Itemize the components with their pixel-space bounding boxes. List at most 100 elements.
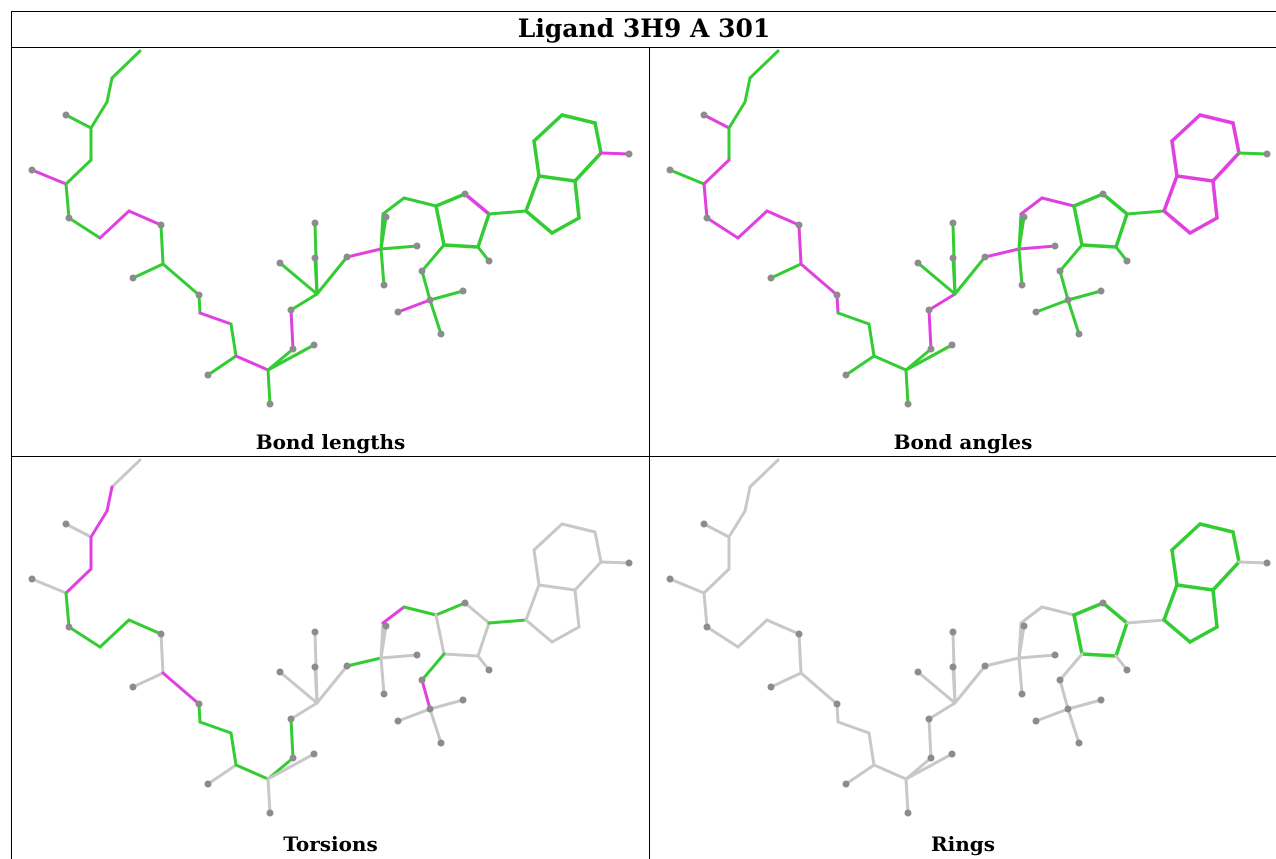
panel-bond-lengths: Bond lengths [12,48,649,456]
atom-a20 [904,809,912,817]
bond-57 [599,151,631,156]
atom-a22 [948,341,956,349]
bond-41 [1058,652,1084,682]
atom-a55 [1263,559,1271,567]
bond-9 [736,618,769,649]
bond-34 [402,605,438,617]
atom-a14 [833,291,841,299]
atom-a32 [380,281,388,289]
bond-10 [765,209,801,227]
bond-54 [573,588,581,629]
bond-1 [105,76,114,104]
atom-a8 [65,623,73,631]
bond-12 [131,671,165,689]
bond-28 [345,656,383,668]
bond-47 [524,583,541,622]
bond-45 [428,707,443,745]
atom-a7 [666,575,674,583]
bond-39 [1072,204,1084,247]
bond-0 [110,458,142,489]
atom-a27 [949,219,957,227]
bond-52 [1211,560,1241,592]
bond-42 [420,269,432,302]
bond-34 [1040,605,1076,617]
bond-43 [396,707,432,723]
bond-12 [131,262,165,280]
bond-30 [1017,244,1057,251]
atom-a20 [266,809,274,817]
atom-a22 [948,750,956,758]
bond-38 [1080,243,1118,249]
atom-a23 [287,715,295,723]
bond-44 [428,698,465,711]
bond-7 [64,182,71,220]
bond-31 [379,247,386,287]
bond-37 [1114,621,1129,658]
bond-32 [379,212,385,251]
atom-a14 [833,700,841,708]
bond-21 [904,752,954,781]
atom-a27 [311,628,319,636]
atom-a18 [842,371,850,379]
atom-a44 [1097,287,1105,295]
bond-57 [599,560,631,565]
atom-a30 [382,213,390,221]
atom-a40 [485,666,493,674]
atom-a11 [795,221,803,229]
bond-34 [1040,196,1076,208]
bond-54 [1211,179,1219,220]
bond-44 [1066,698,1103,711]
bond-45 [1066,707,1081,745]
bond-56 [1162,618,1192,644]
title-divider [11,47,1276,48]
bond-38 [1080,652,1118,658]
atom-a13 [767,274,775,282]
bond-22 [289,308,295,351]
bond-2 [727,100,747,130]
atom-a4 [62,520,70,528]
bond-49 [1170,113,1202,143]
atom-a45 [437,739,445,747]
bond-13 [799,262,839,297]
atom-a25 [311,254,319,262]
atom-a44 [459,287,467,295]
bond-56 [524,618,554,644]
bond-5 [64,158,93,186]
bond-16 [229,322,238,358]
bond-41 [420,243,446,273]
bond-0 [748,49,780,80]
bond-5 [702,158,731,186]
bond-8 [67,625,102,649]
atom-a31 [413,651,421,659]
bond-30 [1017,653,1057,660]
bond-23 [927,292,957,312]
bond-19 [266,777,272,815]
panel-bond-angles: Bond angles [650,48,1276,456]
panel-rings: Rings [650,457,1276,859]
bond-17 [844,354,876,377]
column-divider [649,47,650,859]
bond-52 [573,151,603,183]
bond-31 [1017,247,1024,287]
bond-55 [550,625,581,644]
bond-50 [1198,522,1235,534]
bond-3 [64,522,93,539]
bond-25 [916,670,957,705]
bond-3 [64,113,93,130]
figure-frame [11,11,1276,859]
bond-28 [345,247,383,259]
bond-34 [402,196,438,208]
bond-48 [1170,548,1179,587]
bond-25 [278,261,319,296]
atom-a42 [1064,296,1072,304]
bond-44 [1066,289,1103,302]
bond-39 [434,204,446,247]
bond-56 [524,209,554,235]
atom-a28 [343,253,351,261]
bond-19 [904,368,910,406]
bond-17 [844,763,876,786]
bond-3 [702,113,731,130]
bond-9 [98,618,131,649]
bond-28 [983,656,1021,668]
bond-57 [1237,151,1269,156]
